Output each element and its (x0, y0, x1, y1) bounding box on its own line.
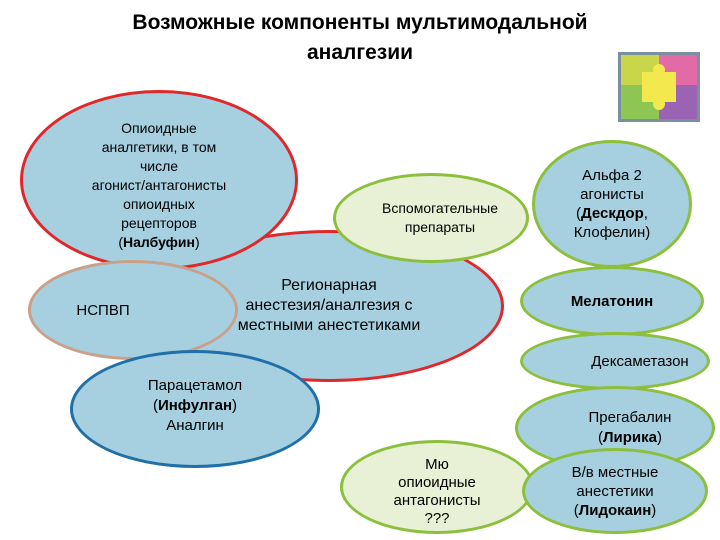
opioids-line-5: опиоидных (123, 195, 195, 212)
opioids-line-7: (Налбуфин) (92, 233, 226, 252)
alpha2-line-3: (Дескдор, (574, 204, 651, 223)
opioids-line-6: рецепторов (121, 214, 197, 231)
node-nsaid: НСПВП (28, 260, 238, 360)
lidocaine-line-3: (Лидокаин) (572, 501, 659, 520)
opioids-line-4: агонист/антагонисты (91, 176, 227, 193)
lidocaine-paren-open: ( (573, 501, 579, 519)
paracetamol-bold-infulgan: Инфулган (157, 397, 233, 414)
opioids-bold-nalbuphine: Налбуфин (123, 233, 195, 250)
pregabalin-paren-close: ) (656, 429, 662, 446)
paracetamol-line-2: (Инфулган) (148, 396, 242, 416)
page-title: Возможные компоненты мультимодальной ана… (20, 8, 700, 68)
mu-line-2: опиоидные (398, 474, 476, 491)
title-line-2: аналгезии (306, 41, 414, 64)
alpha2-comma: , (643, 205, 648, 222)
mu-line-4: ??? (424, 510, 450, 527)
auxiliary-line-2: препараты (404, 219, 476, 235)
node-auxiliary-drugs: Вспомогательные препараты (333, 173, 529, 263)
pregabalin-line-2: (Лирика) (589, 428, 672, 448)
paracetamol-line-3: Аналгин (166, 417, 224, 434)
mu-line-1: Мю (425, 456, 449, 473)
melatonin-label: Мелатонин (570, 292, 654, 310)
alpha2-line-4: Клофелин) (573, 224, 651, 241)
mu-line-3: антагонисты (393, 492, 481, 509)
node-alpha2-agonists: Альфа 2 агонисты (Дескдор, Клофелин) (532, 140, 692, 268)
lidocaine-line-1: В/в местные (571, 463, 659, 481)
pregabalin-bold-lyrica: Лирика (603, 429, 657, 446)
regional-line-2: анестезия/аналгезия с (245, 297, 413, 314)
node-dexamethasone: Дексаметазон (520, 332, 710, 390)
pregabalin-line-1: Прегабалин (588, 409, 672, 426)
lidocaine-line-2: анестетики (576, 482, 654, 500)
node-iv-local-anesthetics: В/в местные анестетики (Лидокаин) (522, 448, 708, 534)
pregabalin-paren-open: ( (598, 429, 603, 446)
title-line-1: Возможные компоненты мультимодальной (132, 11, 588, 34)
opioids-line-3: числе (139, 157, 179, 174)
lidocaine-paren-close: ) (651, 501, 657, 519)
opioids-line-1: Опиоидные (121, 119, 197, 136)
opioids-paren-close: ) (194, 233, 200, 250)
alpha2-line-1: Альфа 2 (582, 167, 642, 184)
regional-line-1: Регионарная (281, 277, 377, 294)
opioids-line-2: аналгетики, в том (101, 138, 217, 155)
dexamethasone-label: Дексаметазон (591, 352, 689, 370)
node-mu-opioid-antagonists: Мю опиоидные антагонисты ??? (340, 440, 534, 534)
lidocaine-bold-lidocaine: Лидокаин (578, 501, 652, 519)
paracetamol-paren-close: ) (232, 397, 238, 414)
alpha2-paren-open: ( (576, 205, 582, 222)
node-opioid-analgesics: Опиоидные аналгетики, в том числе агонис… (20, 90, 298, 270)
node-melatonin: Мелатонин (520, 266, 704, 336)
alpha2-line-2: агонисты (580, 186, 644, 203)
nsaid-label: НСПВП (76, 301, 130, 319)
alpha2-bold-dexdor: Дескдор (581, 205, 644, 222)
paracetamol-paren-open: ( (152, 397, 158, 414)
regional-line-3: местными анестетиками (237, 317, 421, 334)
puzzle-icon (618, 52, 700, 122)
paracetamol-line-1: Парацетамол (147, 377, 243, 394)
node-paracetamol: Парацетамол (Инфулган) Аналгин (70, 350, 320, 468)
auxiliary-line-1: Вспомогательные (381, 200, 498, 216)
opioids-paren-open: ( (118, 233, 123, 250)
